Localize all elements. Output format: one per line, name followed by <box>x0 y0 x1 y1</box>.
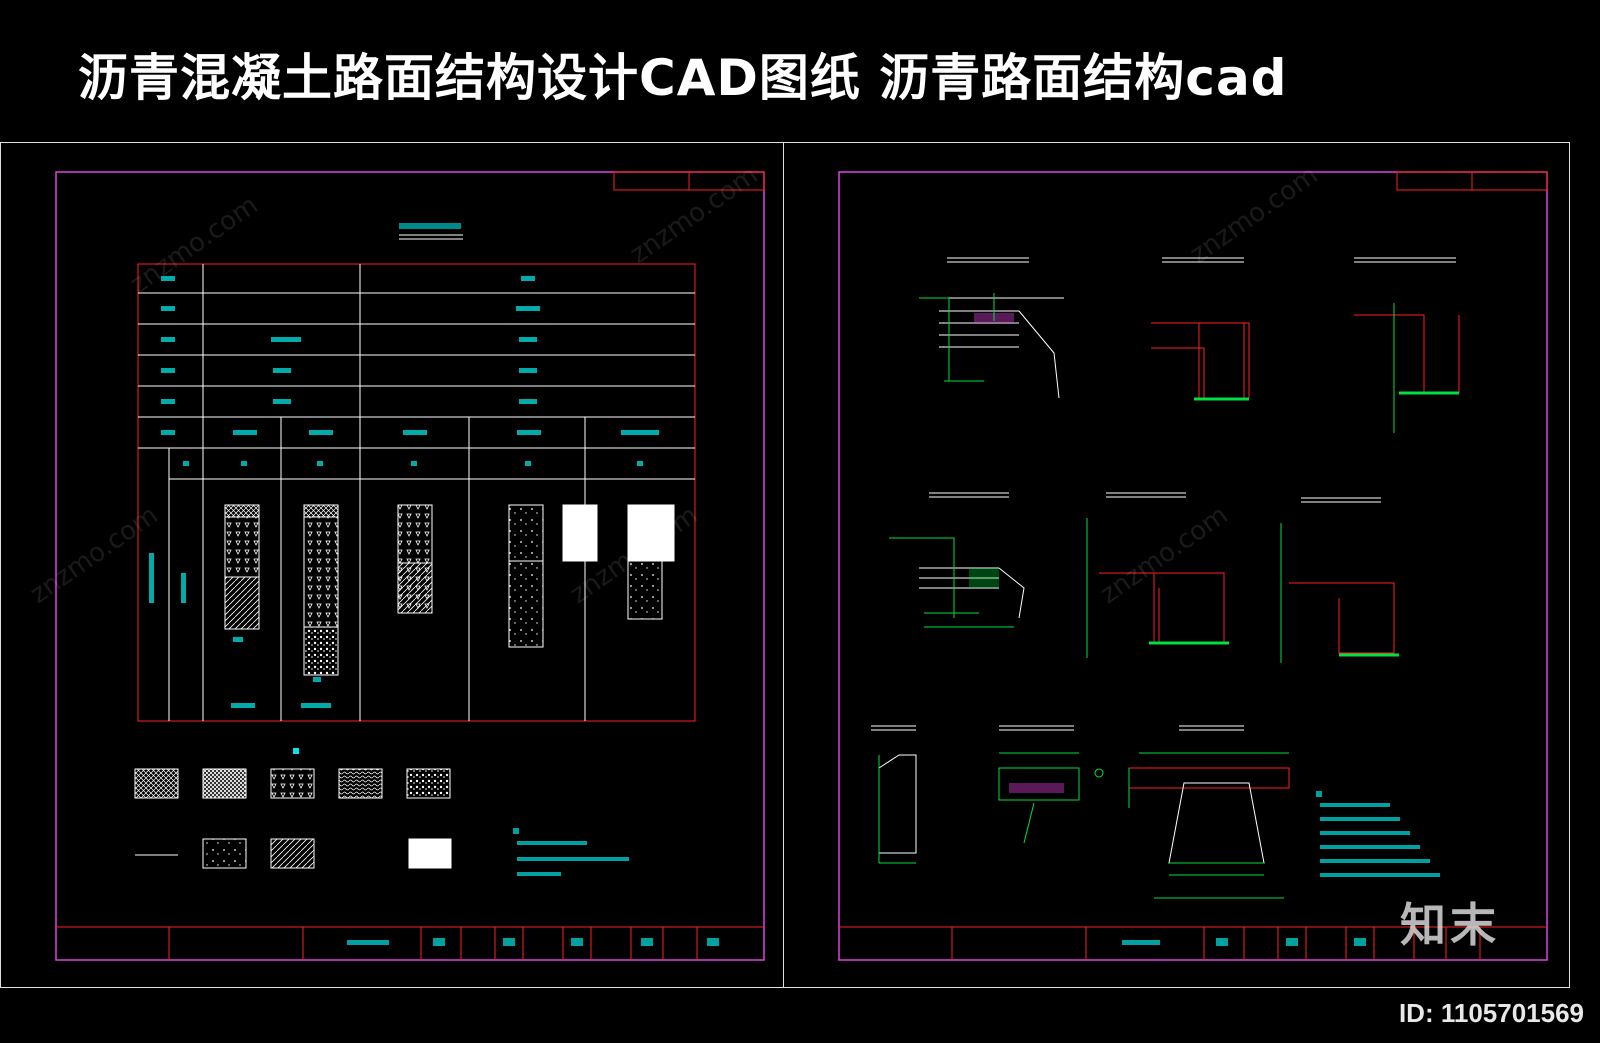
right-notes <box>1316 791 1440 877</box>
detail-view-5 <box>1086 492 1229 658</box>
table-annotations <box>149 276 659 708</box>
right-sheet-frame <box>838 171 1548 961</box>
right-sheet-drawing <box>838 171 1548 961</box>
detail-view-4 <box>919 492 1025 619</box>
right-title-block <box>839 926 1547 960</box>
left-title-block <box>56 926 764 960</box>
detail-view-1 <box>919 257 1064 399</box>
left-sheet-frame <box>55 171 765 961</box>
structure-table <box>137 263 696 722</box>
detail-view-6 <box>1280 497 1399 663</box>
detail-view-8 <box>998 725 1104 844</box>
detail-view-9 <box>1128 725 1290 899</box>
left-sheet <box>0 142 784 988</box>
brand-logo: 知末 <box>1400 898 1500 952</box>
detail-view-2 <box>1151 257 1250 401</box>
left-sheet-drawing <box>55 171 765 961</box>
right-sheet <box>783 142 1570 988</box>
detail-view-3 <box>1354 257 1460 433</box>
notes <box>513 828 629 876</box>
legend <box>134 748 452 869</box>
title-bar: 沥青混凝土路面结构设计CAD图纸 沥青路面结构cad <box>0 0 1600 142</box>
image-id-label: ID: 1105701569 <box>1398 998 1584 1028</box>
detail-view-7 <box>871 725 917 864</box>
page-title: 沥青混凝土路面结构设计CAD图纸 沥青路面结构cad <box>78 49 1288 107</box>
pavement-layer-columns <box>224 504 675 676</box>
